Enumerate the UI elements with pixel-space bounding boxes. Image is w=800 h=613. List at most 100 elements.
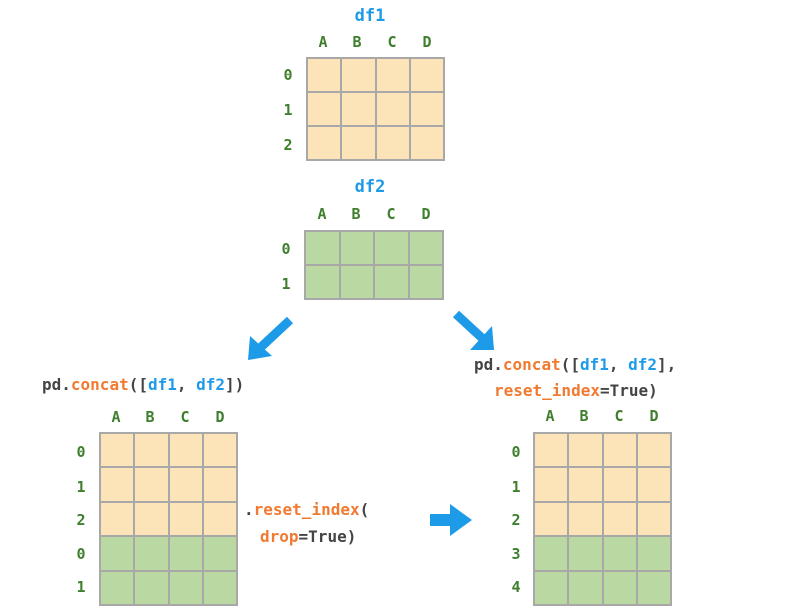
code-eq: = [298, 527, 309, 546]
df1-cell [134, 433, 169, 468]
code-eq-2: = [599, 381, 610, 400]
df2-cell [202, 570, 237, 605]
code-dot: . [244, 500, 254, 519]
right-col-c: C [614, 407, 624, 425]
df2-cell [202, 536, 237, 571]
df2-col-a: A [317, 205, 327, 223]
df2-cell [636, 570, 671, 605]
code-open-2: ([ [560, 355, 580, 374]
right-index-2: 2 [511, 511, 521, 529]
df1-cell [568, 501, 603, 537]
df1-cell [100, 467, 135, 502]
df2-cell [168, 570, 203, 605]
code-reset-index-fn: reset_index [253, 500, 360, 519]
df2-cell [602, 536, 637, 571]
left-col-a: A [111, 408, 121, 426]
reset-index-code-line2: drop=True) [260, 527, 356, 546]
df1-cell [307, 92, 342, 126]
df1-cell [602, 501, 637, 537]
right-col-a: A [545, 407, 555, 425]
code-concat-fn-2: concat [502, 355, 561, 374]
code-paren-close: ) [346, 527, 357, 546]
df2-cell [408, 231, 443, 265]
left-col-d: D [215, 408, 225, 426]
df2-cell [305, 265, 340, 299]
df1-col-b: B [352, 33, 362, 51]
code-df2-2: df2 [628, 355, 658, 374]
df2-cell [602, 570, 637, 605]
df1-cell [202, 433, 237, 468]
df2-index-1: 1 [281, 275, 291, 293]
df2-col-c: C [386, 205, 396, 223]
df1-cell [409, 92, 444, 126]
right-index-3: 3 [511, 545, 521, 563]
code-sep: , [176, 375, 197, 394]
right-col-d: D [649, 407, 659, 425]
code-open: ([ [128, 375, 148, 394]
left-index-2: 2 [76, 511, 86, 529]
code-df1-2: df1 [579, 355, 609, 374]
df1-col-d: D [422, 33, 432, 51]
df2-table [304, 230, 444, 300]
df1-cell [636, 501, 671, 537]
df1-cell [202, 467, 237, 502]
df2-cell [636, 536, 671, 571]
df1-cell [341, 126, 376, 160]
df2-cell [374, 265, 409, 299]
df2-cell [100, 570, 135, 605]
right-index-1: 1 [511, 478, 521, 496]
df1-index-0: 0 [283, 66, 293, 84]
concat-reset-code-line2: reset_index=True) [494, 381, 658, 400]
df2-title: df2 [354, 177, 386, 197]
code-pd-2: pd. [474, 355, 503, 374]
df2-index-0: 0 [281, 240, 291, 258]
df1-cell [409, 58, 444, 92]
df2-cell [339, 265, 374, 299]
code-pd: pd. [42, 375, 71, 394]
df2-cell [168, 536, 203, 571]
concat-code: pd.concat([df1, df2]) [42, 375, 244, 394]
df2-col-b: B [351, 205, 361, 223]
df1-index-1: 1 [283, 101, 293, 119]
code-close2: ) [648, 381, 658, 400]
df1-cell [100, 433, 135, 468]
df1-cell [602, 467, 637, 502]
df1-cell [534, 467, 569, 502]
right-col-b: B [579, 407, 589, 425]
df1-cell [568, 433, 603, 468]
arrow-right-icon [430, 504, 472, 536]
df2-cell [408, 265, 443, 299]
code-true: True [308, 527, 347, 546]
df1-col-c: C [387, 33, 397, 51]
df1-cell [375, 58, 410, 92]
left-index-4: 1 [76, 578, 86, 596]
df1-cell [134, 501, 169, 537]
code-concat-fn: concat [70, 375, 129, 394]
df2-cell [374, 231, 409, 265]
left-result-table [99, 432, 238, 606]
left-index-0: 0 [76, 443, 86, 461]
left-index-3: 0 [76, 545, 86, 563]
df1-cell [534, 433, 569, 468]
df2-cell [568, 536, 603, 571]
df1-cell [307, 126, 342, 160]
df1-index-2: 2 [283, 136, 293, 154]
code-reset-index-kw: reset_index [494, 381, 600, 400]
code-sep-2: , [608, 355, 629, 374]
reset-index-code-line1: .reset_index( [244, 500, 369, 519]
code-df2: df2 [196, 375, 226, 394]
df1-cell [375, 126, 410, 160]
df1-cell [534, 501, 569, 537]
left-col-b: B [145, 408, 155, 426]
df2-cell [134, 570, 169, 605]
left-col-c: C [180, 408, 190, 426]
right-result-table [533, 432, 672, 606]
df1-cell [568, 467, 603, 502]
arrow-down-right-icon [452, 310, 494, 350]
df2-cell [134, 536, 169, 571]
df1-cell [636, 467, 671, 502]
df2-cell [100, 536, 135, 571]
arrow-down-left-icon [248, 316, 294, 360]
df1-cell [202, 501, 237, 537]
df1-cell [375, 92, 410, 126]
